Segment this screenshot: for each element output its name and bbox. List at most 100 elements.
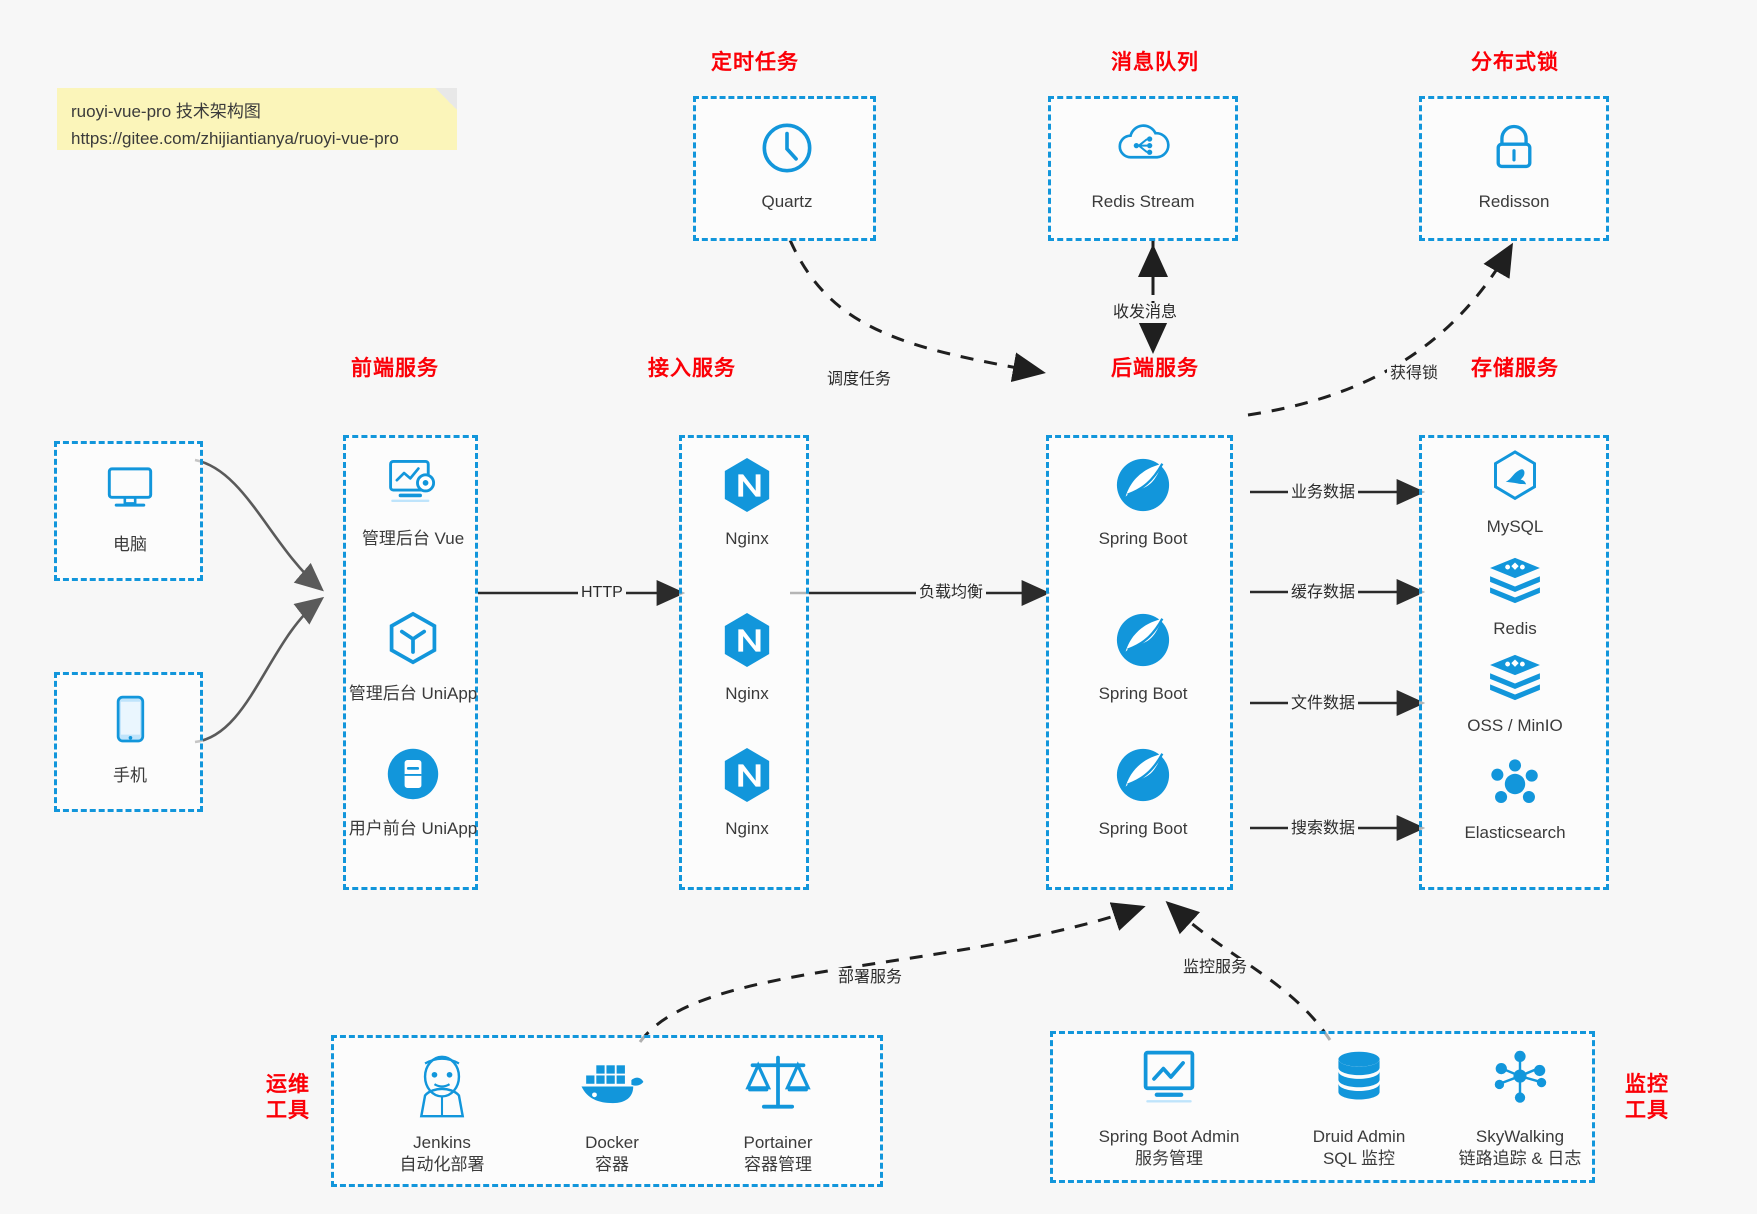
node-oss-minio[interactable]: OSS / MinIO: [1445, 653, 1585, 737]
nginx-icon: [677, 746, 817, 810]
group-box-client-mobile: 手机: [54, 672, 203, 812]
docker-icon: [532, 1052, 692, 1124]
edge-label-business-data: 业务数据: [1288, 483, 1359, 503]
group-box-distributed-lock: Redisson: [1419, 96, 1609, 241]
desktop-icon: [60, 462, 200, 526]
cloud-stream-icon: [1073, 119, 1213, 183]
node-druid-admin[interactable]: Druid Admin SQL 监控: [1269, 1048, 1449, 1170]
node-label: 管理后台 UniApp: [348, 684, 478, 703]
edge-label-monitor-service: 监控服务: [1180, 958, 1251, 978]
node-user-uniapp[interactable]: 用户前台 UniApp: [343, 746, 483, 840]
elasticsearch-icon: [1445, 758, 1585, 814]
clock-icon: [717, 119, 857, 183]
edge-label-deploy-service: 部署服务: [835, 968, 906, 988]
group-box-message-queue: Redis Stream: [1048, 96, 1238, 241]
node-nginx-3[interactable]: Nginx: [677, 746, 817, 840]
node-portainer[interactable]: Portainer 容器管理: [698, 1052, 858, 1176]
node-spring-boot-3[interactable]: Spring Boot: [1073, 746, 1213, 840]
node-label: Druid Admin: [1312, 1127, 1406, 1146]
group-box-monitor: Spring Boot Admin 服务管理 Druid Admin SQL 监…: [1050, 1031, 1595, 1183]
edge-label-file-data: 文件数据: [1288, 694, 1359, 714]
node-sublabel: 自动化部署: [399, 1155, 485, 1174]
node-desktop[interactable]: 电脑: [60, 462, 200, 556]
node-redis[interactable]: Redis: [1445, 556, 1585, 640]
node-jenkins[interactable]: Jenkins 自动化部署: [362, 1052, 522, 1176]
node-nginx-2[interactable]: Nginx: [677, 611, 817, 705]
group-box-client-desktop: 电脑: [54, 441, 203, 581]
mobile-icon: [60, 693, 200, 757]
edge-label-schedule-task: 调度任务: [824, 370, 895, 390]
edge-label-acquire-lock: 获得锁: [1387, 364, 1442, 384]
node-label: Spring Boot: [1098, 684, 1188, 703]
group-title-message-queue: 消息队列: [1111, 51, 1199, 74]
node-redisson[interactable]: Redisson: [1444, 119, 1584, 213]
group-title-monitor-line1: 监控: [1625, 1073, 1669, 1096]
node-sublabel: 容器: [595, 1155, 629, 1174]
group-title-frontend: 前端服务: [351, 357, 439, 380]
spring-boot-icon: [1073, 456, 1213, 520]
group-title-gateway: 接入服务: [648, 357, 736, 380]
node-label: Spring Boot Admin: [1098, 1127, 1240, 1146]
node-label: Redis Stream: [1091, 192, 1195, 211]
jenkins-icon: [362, 1052, 522, 1124]
node-spring-boot-2[interactable]: Spring Boot: [1073, 611, 1213, 705]
node-sublabel: 服务管理: [1135, 1149, 1203, 1168]
monitor-chart-icon: [1069, 1048, 1269, 1118]
redis-icon: [1445, 556, 1585, 610]
node-label: Jenkins: [413, 1133, 471, 1152]
dashboard-icon: [343, 456, 483, 520]
group-box-scheduled-task: Quartz: [693, 96, 876, 241]
node-spring-boot-admin[interactable]: Spring Boot Admin 服务管理: [1069, 1048, 1269, 1170]
node-elasticsearch[interactable]: Elasticsearch: [1445, 758, 1585, 844]
node-label: 手机: [113, 766, 147, 785]
node-docker[interactable]: Docker 容器: [532, 1052, 692, 1176]
app-icon: [343, 746, 483, 810]
node-sublabel: 容器管理: [744, 1155, 812, 1174]
node-skywalking[interactable]: SkyWalking 链路追踪 & 日志: [1425, 1048, 1615, 1170]
spring-boot-icon: [1073, 611, 1213, 675]
redis-icon: [1445, 653, 1585, 707]
group-box-gateway: Nginx Nginx Nginx: [679, 435, 809, 890]
edge-label-search-data: 搜索数据: [1288, 819, 1359, 839]
node-admin-uniapp[interactable]: 管理后台 UniApp: [343, 611, 483, 705]
note-line-2: https://gitee.com/zhijiantianya/ruoyi-vu…: [71, 129, 399, 148]
node-label: Quartz: [761, 192, 813, 211]
database-icon: [1269, 1048, 1449, 1118]
node-sublabel: SQL 监控: [1322, 1149, 1396, 1168]
group-box-frontend: 管理后台 Vue 管理后台 UniApp 用户前台 UniApp: [343, 435, 478, 890]
lock-icon: [1444, 119, 1584, 183]
node-admin-vue[interactable]: 管理后台 Vue: [343, 456, 483, 550]
node-label: 电脑: [113, 535, 147, 554]
node-label: 用户前台 UniApp: [348, 819, 478, 838]
node-label: Nginx: [725, 529, 769, 548]
skywalking-icon: [1425, 1048, 1615, 1118]
note-line-1: ruoyi-vue-pro 技术架构图: [71, 102, 261, 121]
node-label: Elasticsearch: [1464, 823, 1566, 842]
edge-label-cache-data: 缓存数据: [1288, 583, 1359, 603]
group-title-distributed-lock: 分布式锁: [1471, 51, 1559, 74]
sticky-note: ruoyi-vue-pro 技术架构图 https://gitee.com/zh…: [57, 88, 457, 150]
node-label: Docker: [585, 1133, 639, 1152]
node-redis-stream[interactable]: Redis Stream: [1073, 119, 1213, 213]
node-mobile[interactable]: 手机: [60, 693, 200, 787]
spring-boot-icon: [1073, 746, 1213, 810]
group-box-devops: Jenkins 自动化部署 Docker 容器: [331, 1035, 883, 1187]
node-label: Portainer: [743, 1133, 813, 1152]
node-mysql[interactable]: MySQL: [1445, 450, 1585, 538]
node-label: MySQL: [1486, 517, 1544, 536]
group-title-devops-line2: 工具: [266, 1099, 310, 1122]
node-label: OSS / MinIO: [1467, 716, 1563, 735]
group-title-backend: 后端服务: [1111, 357, 1199, 380]
node-label: Redisson: [1478, 192, 1550, 211]
node-sublabel: 链路追踪 & 日志: [1458, 1149, 1582, 1168]
node-label: Nginx: [725, 684, 769, 703]
node-nginx-1[interactable]: Nginx: [677, 456, 817, 550]
node-label: Spring Boot: [1098, 529, 1188, 548]
node-spring-boot-1[interactable]: Spring Boot: [1073, 456, 1213, 550]
node-quartz[interactable]: Quartz: [717, 119, 857, 213]
group-title-monitor: 监控 工具: [1615, 1072, 1679, 1124]
group-title-monitor-line2: 工具: [1625, 1099, 1669, 1122]
group-title-scheduled-task: 定时任务: [711, 51, 799, 74]
node-label: Redis: [1493, 619, 1537, 638]
